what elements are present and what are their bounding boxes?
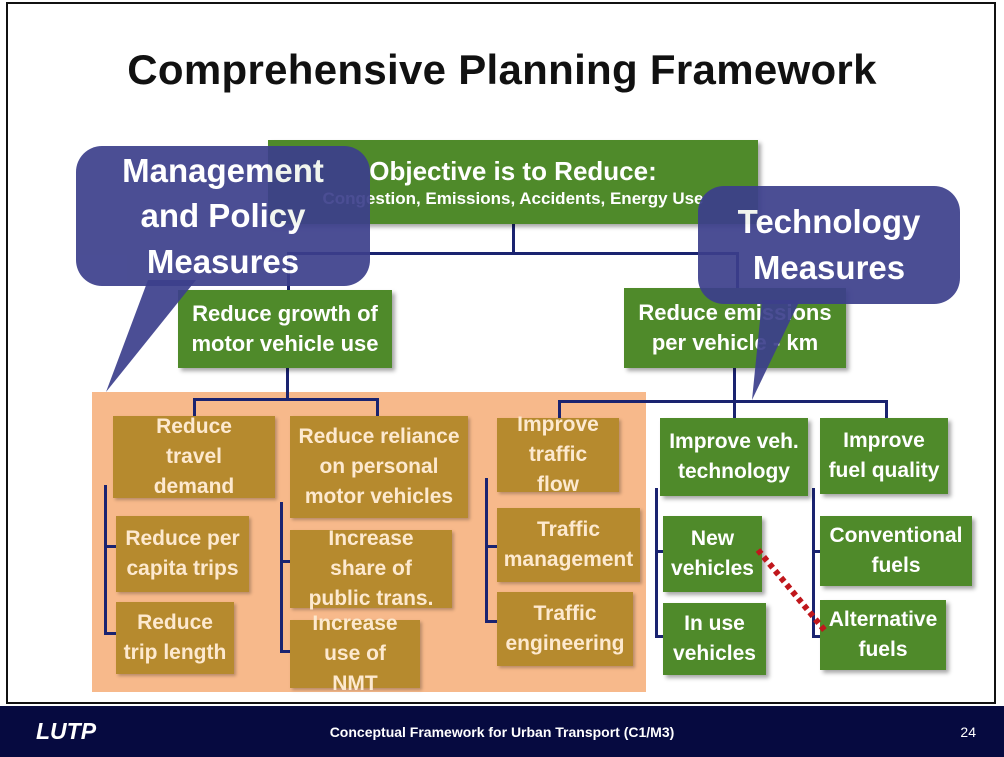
connector	[104, 485, 107, 635]
connector	[485, 478, 488, 623]
slide-title: Comprehensive Planning Framework	[127, 46, 877, 93]
reduce-reliance-box: Reduce reliance on personal motor vehicl…	[290, 416, 468, 518]
reduce-travel-demand-box: Reduce travel demand	[113, 415, 275, 498]
new-vehicles-box: New vehicles	[663, 516, 762, 592]
management-policy-bubble: Management and Policy Measures	[76, 146, 370, 286]
connector	[655, 635, 663, 638]
connector	[287, 252, 739, 255]
technology-measures-bubble: Technology Measures	[698, 186, 960, 304]
improve-vehicle-technology-box: Improve veh. technology	[660, 418, 808, 496]
connector	[104, 632, 116, 635]
connector	[193, 398, 196, 418]
connector	[193, 398, 378, 401]
connector	[485, 620, 497, 623]
connector	[733, 368, 736, 402]
improve-traffic-flow-box: Improve traffic flow	[497, 413, 619, 496]
connector	[280, 502, 283, 652]
connector	[655, 550, 663, 553]
page-number: 24	[960, 724, 976, 740]
connector	[485, 545, 497, 548]
connector	[812, 635, 820, 638]
alternative-fuels-box: Alternative fuels	[820, 600, 946, 670]
lutp-logo: LUTP	[36, 718, 97, 744]
connector	[376, 398, 379, 418]
connector	[885, 400, 888, 420]
increase-public-transport-box: Increase share of public trans.	[290, 527, 452, 610]
connector	[280, 650, 290, 653]
footer-caption: Conceptual Framework for Urban Transport…	[329, 724, 675, 740]
objective-list: Congestion, Emissions, Accidents, Energy…	[322, 188, 704, 208]
objective-heading: Objective is to Reduce:	[369, 156, 657, 187]
in-use-vehicles-box: In use vehicles	[663, 603, 766, 675]
footer-bar: LUTP Conceptual Framework for Urban Tran…	[0, 706, 1004, 757]
connector	[655, 488, 658, 638]
connector	[280, 560, 290, 563]
reduce-per-capita-trips-box: Reduce per capita trips	[116, 516, 249, 592]
connector	[558, 400, 888, 403]
reduce-trip-length-box: Reduce trip length	[116, 602, 234, 674]
traffic-engineering-box: Traffic engineering	[497, 592, 633, 666]
connector	[812, 550, 820, 553]
conventional-fuels-box: Conventional fuels	[820, 516, 972, 586]
connector	[558, 400, 561, 418]
connector	[812, 488, 815, 638]
improve-fuel-quality-box: Improve fuel quality	[820, 418, 948, 494]
reduce-growth-box: Reduce growth of motor vehicle use	[178, 290, 392, 368]
traffic-management-box: Traffic management	[497, 508, 640, 582]
slide-frame	[6, 2, 996, 704]
connector	[104, 545, 116, 548]
connector	[512, 222, 515, 254]
connector	[286, 365, 289, 399]
connector	[733, 400, 736, 420]
